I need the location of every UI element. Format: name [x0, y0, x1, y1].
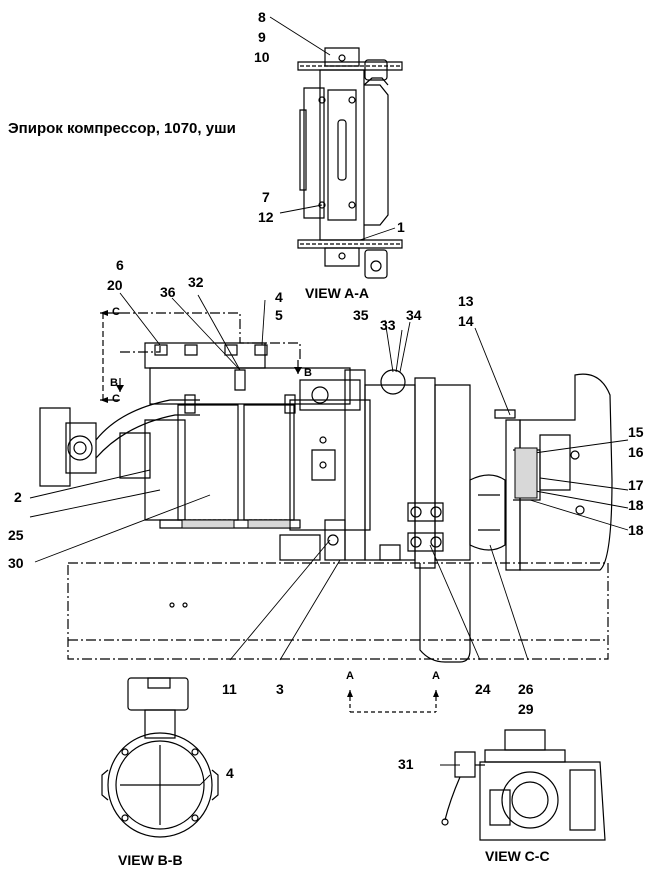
section-mark-c-top: C — [112, 306, 120, 318]
callout-7: 7 — [262, 189, 270, 205]
view-bb-label: VIEW B-B — [118, 852, 183, 868]
callout-2: 2 — [14, 489, 22, 505]
section-mark-c-bottom: C — [112, 393, 120, 405]
callout-18-b: 18 — [628, 522, 644, 538]
arrow-a-left — [347, 690, 353, 697]
callout-31: 31 — [398, 756, 414, 772]
callout-18-a: 18 — [628, 497, 644, 513]
callout-29: 29 — [518, 701, 534, 717]
leader-lines — [30, 17, 628, 785]
callout-11: 11 — [222, 681, 237, 697]
callout-10: 10 — [254, 49, 270, 65]
arrow-a-right — [433, 690, 439, 697]
section-mark-a-left: A — [346, 670, 354, 682]
callout-24: 24 — [475, 681, 491, 697]
callout-4-top: 4 — [275, 289, 283, 305]
drawing-title: Эпирок компрессор, 1070, уши — [8, 120, 236, 137]
callout-14: 14 — [458, 313, 474, 329]
section-mark-a-right: A — [432, 670, 440, 682]
callout-32: 32 — [188, 274, 204, 290]
callout-36: 36 — [160, 284, 176, 300]
section-mark-b-left: B — [110, 377, 118, 389]
section-mark-b-right: B — [304, 367, 312, 379]
arrow-b-left — [116, 385, 124, 392]
arrow-c-top — [100, 310, 108, 316]
arrow-c-bottom — [100, 397, 108, 403]
callout-35: 35 — [353, 307, 369, 323]
callout-4-bb: 4 — [226, 765, 234, 781]
callout-16: 16 — [628, 444, 644, 460]
callout-25: 25 — [8, 527, 24, 543]
view-aa-label: VIEW A-A — [305, 285, 370, 301]
view-cc-drawing — [442, 730, 605, 840]
callout-3: 3 — [276, 681, 284, 697]
callout-6: 6 — [116, 257, 124, 273]
callout-17: 17 — [628, 477, 644, 493]
callout-30: 30 — [8, 555, 24, 571]
callout-33: 33 — [380, 317, 396, 333]
callout-9: 9 — [258, 29, 266, 45]
callout-13: 13 — [458, 293, 474, 309]
view-bb-drawing — [102, 678, 218, 837]
callout-12: 12 — [258, 209, 274, 225]
arrow-b-right — [294, 367, 302, 374]
view-cc-label: VIEW C-C — [485, 848, 550, 864]
callout-1: 1 — [397, 219, 405, 235]
callout-8: 8 — [258, 9, 266, 25]
callout-26: 26 — [518, 681, 534, 697]
callout-15: 15 — [628, 424, 644, 440]
callout-20: 20 — [107, 277, 123, 293]
callout-5: 5 — [275, 307, 283, 323]
callout-34: 34 — [406, 307, 422, 323]
view-aa-drawing — [298, 48, 402, 278]
